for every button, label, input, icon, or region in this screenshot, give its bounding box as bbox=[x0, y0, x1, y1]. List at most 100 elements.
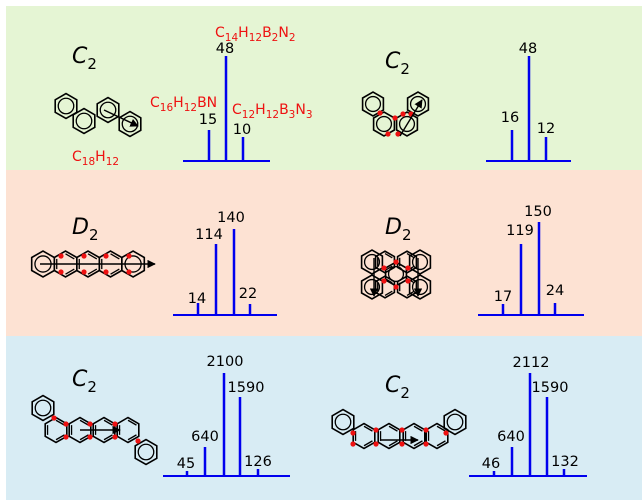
boron-nitrogen-site bbox=[381, 265, 387, 271]
double-bond bbox=[65, 253, 75, 260]
molecule-drawing bbox=[331, 408, 467, 450]
point-group-symbol: C2 bbox=[385, 49, 410, 78]
double-bond bbox=[363, 425, 373, 432]
boron-nitrogen-site bbox=[405, 265, 411, 271]
benzene-ring bbox=[408, 249, 432, 275]
stick-value-label: 16 bbox=[501, 110, 519, 126]
double-bond bbox=[413, 425, 423, 432]
stick-value-label: 640 bbox=[497, 429, 525, 445]
stick-value-label: 17 bbox=[494, 289, 512, 305]
aromatic-circle bbox=[409, 95, 427, 113]
double-bond bbox=[384, 290, 393, 296]
stick-value-label: 126 bbox=[244, 454, 272, 470]
stick-value-label: 640 bbox=[191, 429, 219, 445]
boron-nitrogen-site bbox=[87, 421, 93, 427]
row-background-middle bbox=[6, 170, 642, 336]
stick-value-label: 1590 bbox=[228, 380, 265, 396]
benzene-ring bbox=[331, 408, 355, 436]
aromatic-circle bbox=[34, 399, 52, 417]
double-bond bbox=[127, 434, 137, 441]
aromatic-circle bbox=[387, 265, 405, 283]
boron-nitrogen-site bbox=[381, 278, 387, 284]
boron-nitrogen-site bbox=[103, 269, 109, 275]
stick-value-label: 48 bbox=[216, 41, 234, 57]
double-bond bbox=[406, 253, 415, 259]
stick-value-label: 2100 bbox=[207, 354, 244, 370]
formula-left: C16H12BN bbox=[150, 95, 217, 114]
double-bond bbox=[436, 425, 446, 432]
double-bond bbox=[384, 265, 393, 271]
boron-nitrogen-site bbox=[400, 111, 406, 117]
molecule-drawing bbox=[31, 394, 158, 466]
boron-nitrogen-site bbox=[423, 427, 429, 433]
aromatic-circle bbox=[398, 115, 416, 133]
aromatic-circle bbox=[375, 115, 393, 133]
stick-value-label: 150 bbox=[524, 204, 552, 220]
boron-nitrogen-site bbox=[350, 430, 356, 436]
double-bond bbox=[87, 268, 98, 275]
boron-nitrogen-site bbox=[377, 110, 383, 116]
formula-bottom: C18H12 bbox=[72, 149, 119, 168]
double-bond bbox=[110, 253, 120, 260]
aromatic-circle bbox=[363, 253, 381, 271]
stick-spectrum: 45 640 2100 1590 126 bbox=[163, 354, 290, 477]
boron-nitrogen-site bbox=[373, 427, 379, 433]
row-background-bottom bbox=[6, 336, 642, 500]
aromatic-circle bbox=[99, 101, 117, 119]
boron-nitrogen-site bbox=[373, 441, 379, 447]
boron-nitrogen-site bbox=[103, 253, 109, 259]
boron-nitrogen-site bbox=[423, 441, 429, 447]
boron-nitrogen-site bbox=[392, 115, 398, 121]
boron-nitrogen-site bbox=[58, 269, 64, 275]
boron-nitrogen-site bbox=[395, 131, 401, 137]
double-bond bbox=[363, 440, 373, 447]
molecule-drawing bbox=[54, 92, 142, 138]
stick-value-label: 15 bbox=[199, 112, 217, 128]
double-bond bbox=[55, 419, 65, 426]
double-bond bbox=[87, 253, 98, 260]
boron-nitrogen-site bbox=[443, 430, 449, 436]
benzene-ring bbox=[72, 107, 96, 135]
double-bond bbox=[384, 253, 393, 259]
aromatic-circle bbox=[334, 413, 352, 431]
double-bond bbox=[103, 419, 113, 426]
aromatic-circle bbox=[137, 443, 155, 461]
formula-top: C14H12B2N2 bbox=[215, 25, 296, 44]
point-group-symbol: C2 bbox=[72, 367, 97, 396]
boron-nitrogen-site bbox=[63, 421, 69, 427]
boron-nitrogen-site bbox=[126, 253, 132, 259]
molecule-drawing bbox=[30, 250, 156, 278]
boron-nitrogen-site bbox=[81, 269, 87, 275]
stick-value-label: 119 bbox=[506, 223, 534, 239]
benzene-ring bbox=[54, 92, 78, 120]
molecule-drawing bbox=[360, 249, 432, 300]
stick-value-label: 14 bbox=[188, 291, 206, 307]
stick-value-label: 1590 bbox=[532, 380, 569, 396]
point-group-symbol: C2 bbox=[385, 373, 410, 402]
benzene-ring bbox=[396, 275, 418, 299]
stick-value-label: 114 bbox=[195, 227, 223, 243]
double-bond bbox=[127, 419, 137, 426]
stick-value-label: 45 bbox=[177, 456, 195, 472]
boron-nitrogen-site bbox=[135, 438, 141, 444]
stick-value-label: 24 bbox=[546, 283, 564, 299]
aromatic-circle bbox=[57, 97, 75, 115]
double-bond bbox=[406, 290, 415, 296]
point-group-symbol: D2 bbox=[72, 215, 99, 244]
benzene-ring bbox=[31, 394, 55, 422]
benzene-ring bbox=[134, 438, 158, 466]
boron-nitrogen-site bbox=[63, 434, 69, 440]
boron-nitrogen-site bbox=[385, 131, 391, 137]
boron-nitrogen-site bbox=[350, 441, 356, 447]
aromatic-circle bbox=[364, 95, 382, 113]
boron-nitrogen-site bbox=[399, 427, 405, 433]
boron-nitrogen-site bbox=[393, 284, 399, 290]
benzene-ring bbox=[374, 275, 396, 299]
boron-nitrogen-site bbox=[126, 269, 132, 275]
benzene-ring bbox=[121, 250, 146, 278]
boron-nitrogen-site bbox=[112, 421, 118, 427]
boron-nitrogen-site bbox=[81, 253, 87, 259]
